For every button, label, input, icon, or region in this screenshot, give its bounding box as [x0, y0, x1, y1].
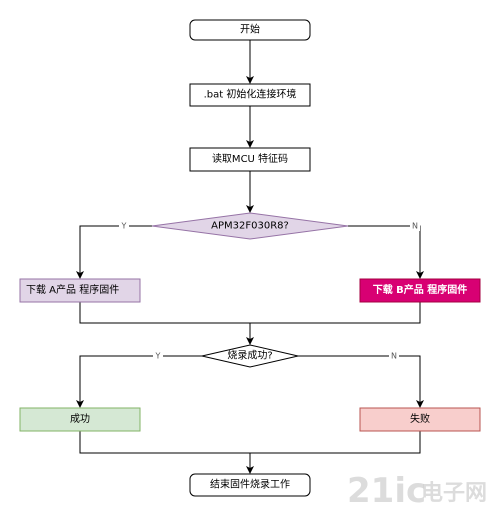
node-download-b: 下载 B产品 程序固件 — [359, 278, 481, 303]
edge-burn-yes — [76, 355, 202, 408]
edge-label-burn-no: N — [391, 352, 397, 361]
node-read-mcu: 读取MCU 特征码 — [189, 147, 311, 172]
edge-a-to-merge — [79, 302, 250, 324]
node-decision-mcu-label: APM32F030R8? — [211, 221, 289, 232]
node-download-a: 下载 A产品 程序固件 — [19, 278, 141, 303]
node-init-env-label: .bat 初始化连接环境 — [204, 88, 297, 101]
node-read-mcu-label: 读取MCU 特征码 — [212, 152, 288, 165]
node-init-env: .bat 初始化连接环境 — [189, 83, 311, 107]
watermark-logo: 21ic 电子网 — [347, 471, 487, 510]
svg-text:电子网: 电子网 — [421, 481, 487, 506]
node-start-label: 开始 — [240, 23, 260, 36]
edge-decision-no — [348, 225, 424, 279]
edge-label-mcu-yes: Y — [121, 222, 127, 231]
node-decision-mcu: APM32F030R8? — [151, 212, 349, 240]
node-fail-label: 失败 — [410, 412, 430, 425]
node-end: 结束固件烧录工作 — [189, 473, 311, 497]
edge-b-to-merge — [250, 302, 421, 324]
edge-label-mcu-no: N — [412, 222, 418, 231]
node-download-a-label: 下载 A产品 程序固件 — [26, 283, 119, 296]
edge-success-to-merge — [79, 431, 250, 454]
node-end-label: 结束固件烧录工作 — [210, 478, 290, 491]
svg-text:21ic: 21ic — [347, 471, 426, 510]
edge-label-burn-yes: Y — [155, 352, 161, 361]
node-success-label: 成功 — [70, 413, 90, 425]
node-decision-burn: 烧录成功? — [201, 344, 299, 368]
edge-fail-to-merge — [250, 431, 421, 454]
node-download-b-label: 下载 B产品 程序固件 — [373, 283, 468, 296]
node-success: 成功 — [19, 407, 141, 432]
node-start: 开始 — [189, 19, 311, 41]
edge-decision-yes — [76, 225, 152, 279]
node-fail: 失败 — [359, 407, 481, 432]
node-decision-burn-label: 烧录成功? — [227, 349, 272, 362]
edge-burn-no — [298, 355, 424, 408]
edge-labels: Y N Y N — [119, 221, 420, 361]
